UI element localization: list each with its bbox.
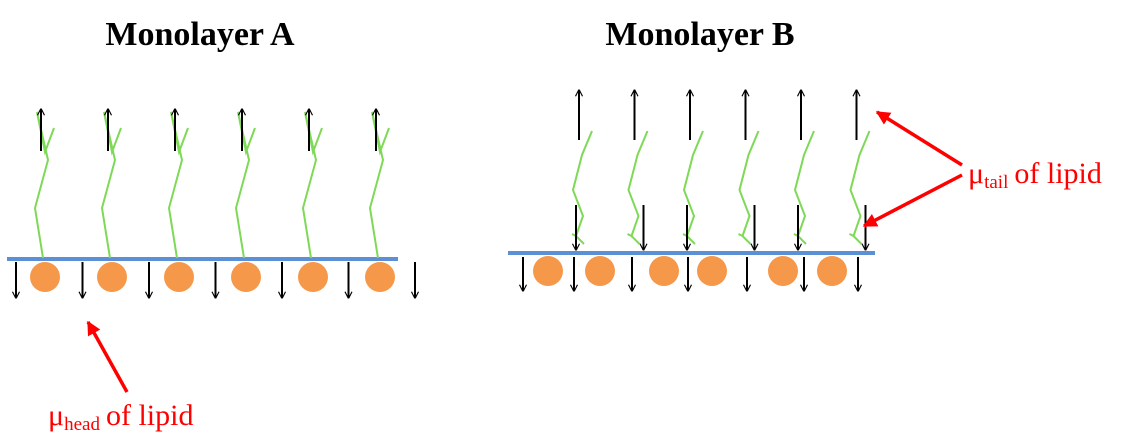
lipid-head [533,256,563,286]
tail-annotation-label: μtail of lipid [968,157,1102,193]
tail-annotation-arrow-lower [862,173,963,228]
lipid-head [697,256,727,286]
lipid-head [97,262,127,292]
panel-b-title: Monolayer B [605,16,794,53]
lipid-tail [301,111,323,259]
lipid-tail-fork [571,233,585,245]
lipid-tail [234,111,256,259]
lipid-head [365,262,395,292]
lipid-tail [627,130,649,237]
panel-a-title: Monolayer A [105,16,295,53]
tail-subscript: tail [984,172,1008,193]
lipid-tail-fork [627,233,641,245]
lipid-head [30,262,60,292]
lipid-head [817,256,847,286]
monolayer-a [7,109,415,298]
lipid-head [231,262,261,292]
tail-annotation-arrow-upper [875,110,963,167]
lipid-tail [849,130,871,237]
head-label-text: of lipid [106,399,194,432]
head-subscript: head [64,414,100,435]
lipid-tail [682,130,704,237]
head-annotation-label: μhead of lipid [48,399,193,435]
lipid-tail [100,111,122,259]
mu-symbol: μ [48,399,64,432]
tail-label-text: of lipid [1014,157,1102,190]
lipid-tail [571,130,593,237]
lipid-head [649,256,679,286]
lipid-tail-fork [682,233,696,245]
lipid-head [298,262,328,292]
lipid-head [585,256,615,286]
mu-symbol: μ [968,157,984,190]
lipid-tail [368,111,390,259]
lipid-tail-fork [793,233,807,245]
lipid-tail [738,130,760,237]
monolayer-b [508,90,875,291]
lipid-tail-fork [738,233,752,245]
lipid-head [768,256,798,286]
lipid-head [164,262,194,292]
head-annotation-arrow [86,320,129,393]
lipid-tail-fork [849,233,863,245]
lipid-tail [33,111,55,259]
lipid-tail [167,111,189,259]
lipid-tail [793,130,815,237]
